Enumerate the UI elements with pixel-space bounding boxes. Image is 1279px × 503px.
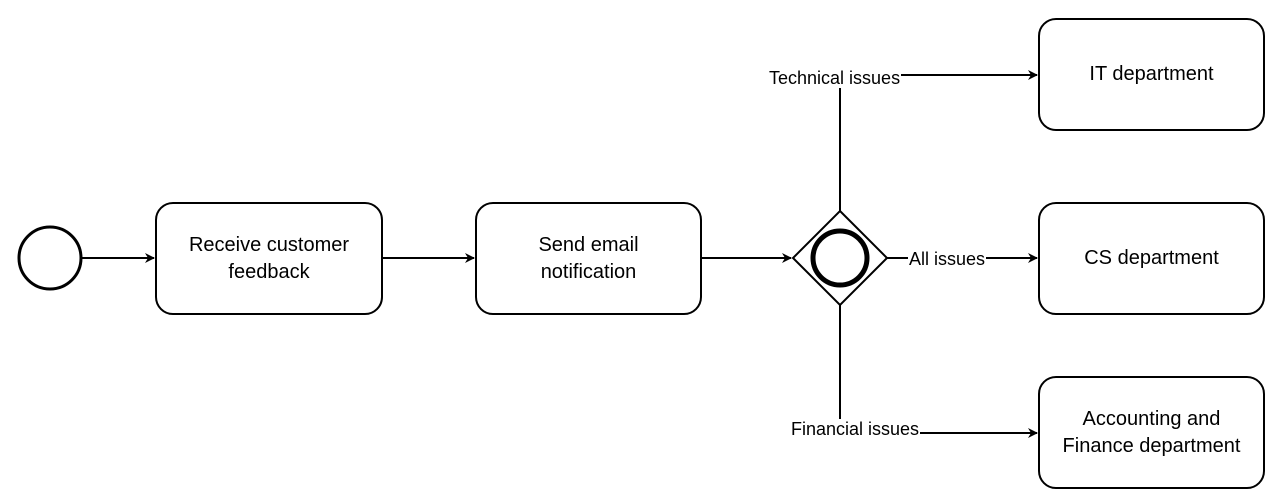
inclusive-gateway-icon[interactable]: [791, 209, 889, 307]
dept-accounting-label: Accounting and Finance department: [1062, 407, 1241, 457]
task-receive-label: Receive customer feedback: [188, 233, 350, 283]
dept-it-label: IT department: [1089, 63, 1214, 85]
start-event-icon[interactable]: [17, 225, 83, 291]
label-financial-issues: Financial issues: [790, 419, 921, 439]
label-technical-issues: Technical issues: [768, 68, 902, 88]
flow-financial-issues: [839, 305, 1038, 438]
task-send-label: Send email notification: [538, 233, 639, 283]
dept-accounting-finance[interactable]: Accounting and Finance department: [1038, 376, 1265, 489]
dept-cs-label: CS department: [1084, 247, 1219, 269]
task-send-email-notification[interactable]: Send email notification: [475, 202, 702, 315]
flow-technical-issues: [839, 70, 1038, 211]
dept-cs[interactable]: CS department: [1038, 202, 1265, 315]
dept-it[interactable]: IT department: [1038, 18, 1265, 131]
task-receive-customer-feedback[interactable]: Receive customer feedback: [155, 202, 383, 315]
label-all-issues: All issues: [908, 249, 987, 269]
